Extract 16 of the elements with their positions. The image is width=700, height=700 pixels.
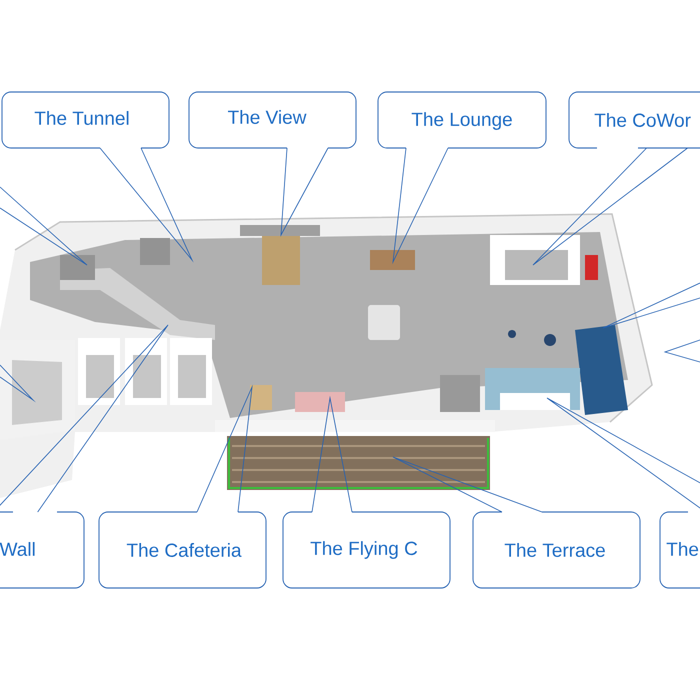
leader-line [392,148,448,264]
callout-box: The Lounge [378,92,546,148]
leader-line [0,324,168,512]
callout-box: The Terrace [472,512,640,588]
callout-box: The View [188,92,356,148]
leader-line [280,148,328,237]
callout-box: The Cafeteria [98,512,266,588]
callout-box: The Tunnel [2,92,170,148]
leader-line [196,384,253,512]
leader-line [100,148,194,263]
leader-line [312,396,352,512]
callout-box: Wall [0,512,84,588]
leader-line [532,148,688,266]
callout-box: The CoWor [568,92,700,148]
callout-box: The Flying C [282,512,450,588]
callout-box: The [660,512,700,588]
